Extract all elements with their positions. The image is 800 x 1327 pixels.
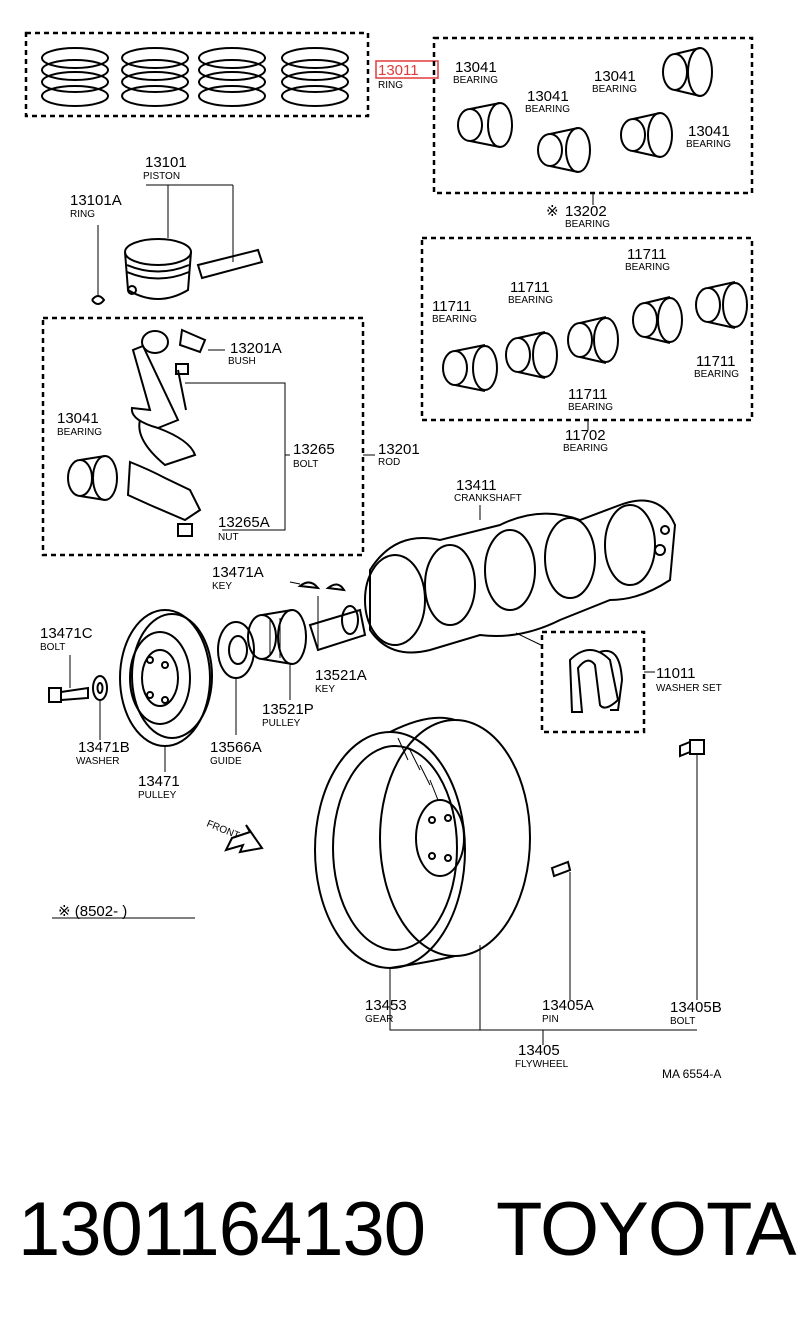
pulley-number: 13471 <box>138 773 180 790</box>
flywheel-leaders <box>389 945 697 1045</box>
b11711b-number: 11711 <box>510 279 550 296</box>
key-a-name: KEY <box>212 581 232 592</box>
guide-number: 13566A <box>210 739 262 756</box>
b11711b-name: BEARING <box>508 295 553 306</box>
thrust-bearing-name: BEARING <box>563 443 608 454</box>
b13041d-name: BEARING <box>686 139 731 150</box>
b11711d-name: BEARING <box>694 369 739 380</box>
washer-set-leader <box>515 632 655 673</box>
keys-illustration <box>289 581 346 650</box>
pulley-name: PULLEY <box>138 790 177 801</box>
b13041c-name: BEARING <box>592 84 637 95</box>
b11711a-number: 11711 <box>432 298 472 315</box>
gear-number: 13453 <box>365 997 407 1014</box>
bolt-c-name: BOLT <box>40 642 65 653</box>
caption: 1301164130 TOYOTA <box>18 1180 796 1280</box>
rod-bearing-number: 13041 <box>57 410 99 427</box>
washer-set-name: WASHER SET <box>656 683 722 694</box>
washer-b-number: 13471B <box>78 739 130 756</box>
pulley-p-number: 13521P <box>262 701 314 718</box>
guide-13566a-illustration <box>217 621 255 735</box>
b13041d-number: 13041 <box>688 123 730 140</box>
rings-group-box <box>24 31 370 118</box>
caption-brand: TOYOTA <box>496 1187 796 1272</box>
crankshaft-name: CRANKSHAFT <box>454 493 522 504</box>
reference-code: MA 6554-A <box>662 1067 721 1081</box>
washer-13471b-illustration <box>92 675 108 740</box>
b11711a-name: BEARING <box>432 314 477 325</box>
labels: 13011 RING 13041 BEARING 13041 BEARING 1… <box>40 59 739 1081</box>
b13041c-number: 13041 <box>594 68 636 85</box>
b13041b-number: 13041 <box>527 88 569 105</box>
b11711e-name: BEARING <box>568 402 613 413</box>
piston-name: PISTON <box>143 171 180 182</box>
key-b-name: KEY <box>315 684 335 695</box>
pin-name: PIN <box>542 1014 559 1025</box>
piston-ring-name: RING <box>70 209 95 220</box>
pulley-13521p-illustration <box>247 609 307 700</box>
b11711c-number: 11711 <box>627 246 667 263</box>
washer-b-name: WASHER <box>76 756 120 767</box>
flywheel-illustration <box>314 716 531 969</box>
rod-bearing-name: BEARING <box>57 427 102 438</box>
bush-name: BUSH <box>228 356 256 367</box>
key-b-number: 13521A <box>315 667 367 684</box>
b13041a-name: BEARING <box>453 75 498 86</box>
crankshaft-number: 13411 <box>456 477 497 494</box>
bolt-13471c-illustration <box>48 655 89 703</box>
washer-set-group-box <box>540 630 646 734</box>
piston-illustration <box>91 184 264 305</box>
flywheel-pin-illustration <box>550 860 572 1000</box>
pulley-p-name: PULLEY <box>262 718 301 729</box>
thrust-bearing-group-box <box>420 236 754 422</box>
main-bearing-number: 13202 <box>565 203 607 220</box>
rod-number: 13201 <box>378 441 420 458</box>
bush-number: 13201A <box>230 340 282 357</box>
b13041a-number: 13041 <box>455 59 497 76</box>
rod-nut-name: NUT <box>218 532 239 543</box>
main-bearing-name: BEARING <box>565 219 610 230</box>
note-text: ※ (8502- ) <box>58 903 127 920</box>
thrust-bearings-illustration <box>442 281 748 392</box>
caption-part-number: 1301164130 <box>18 1187 426 1272</box>
flywheel-name: FLYWHEEL <box>515 1059 569 1070</box>
front-label: FRONT <box>205 819 241 842</box>
fw-bolt-number: 13405B <box>670 999 722 1016</box>
ring-set-number: 13011 <box>378 62 419 79</box>
piston-rings-illustration <box>41 47 349 107</box>
thrust-bearing-number: 11702 <box>565 427 606 444</box>
b11711c-name: BEARING <box>625 262 670 273</box>
rod-leaders <box>185 349 375 531</box>
crankshaft-illustration <box>308 499 677 654</box>
pin-number: 13405A <box>542 997 594 1014</box>
rod-bolt-number: 13265 <box>293 441 335 458</box>
rod-nut-number: 13265A <box>218 514 270 531</box>
parts-diagram: 13011 RING 13041 BEARING 13041 BEARING 1… <box>24 31 754 1081</box>
b11711d-number: 11711 <box>696 353 736 370</box>
rod-bolt-name: BOLT <box>293 459 318 470</box>
washer-set-number: 11011 <box>656 665 696 682</box>
main-bearings-illustration <box>457 47 713 173</box>
fw-bolt-name: BOLT <box>670 1016 695 1027</box>
main-bearing-mark: ※ <box>546 203 559 220</box>
b13041b-name: BEARING <box>525 104 570 115</box>
flywheel-number: 13405 <box>518 1042 560 1059</box>
flywheel-bolt-illustration <box>679 739 705 1000</box>
washer-set-illustration <box>568 649 624 713</box>
b11711e-number: 11711 <box>568 386 608 403</box>
bolt-c-number: 13471C <box>40 625 93 642</box>
guide-name: GUIDE <box>210 756 242 767</box>
piston-ring-number: 13101A <box>70 192 122 209</box>
pulley-13471-illustration <box>119 609 213 772</box>
piston-number: 13101 <box>145 154 187 171</box>
ring-set-name: RING <box>378 80 403 91</box>
key-a-number: 13471A <box>212 564 264 581</box>
rod-name: ROD <box>378 457 400 468</box>
gear-name: GEAR <box>365 1014 393 1025</box>
highlight-box <box>375 60 439 79</box>
front-arrow-icon <box>224 824 264 854</box>
connecting-rod-illustration <box>67 328 207 537</box>
